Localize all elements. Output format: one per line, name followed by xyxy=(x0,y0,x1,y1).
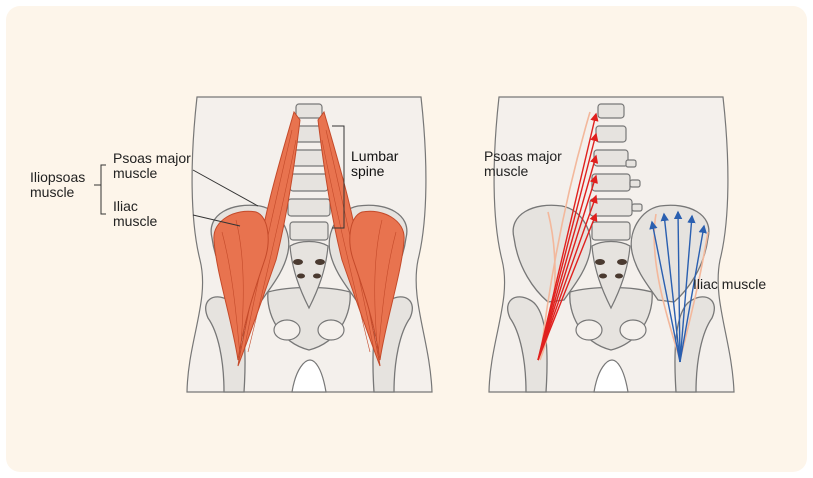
label-psoas-major-left: Psoas major muscle xyxy=(113,151,191,181)
label-lumbar-spine: Lumbar spine xyxy=(351,149,398,179)
label-iliac-right: Iliac muscle xyxy=(693,277,766,292)
left-figure xyxy=(94,97,432,392)
label-psoas-major-right: Psoas major muscle xyxy=(484,149,562,179)
label-iliac-left: Iliac muscle xyxy=(113,199,157,229)
right-figure xyxy=(489,97,734,392)
label-iliopsoas-muscle: Iliopsoas muscle xyxy=(30,170,85,200)
